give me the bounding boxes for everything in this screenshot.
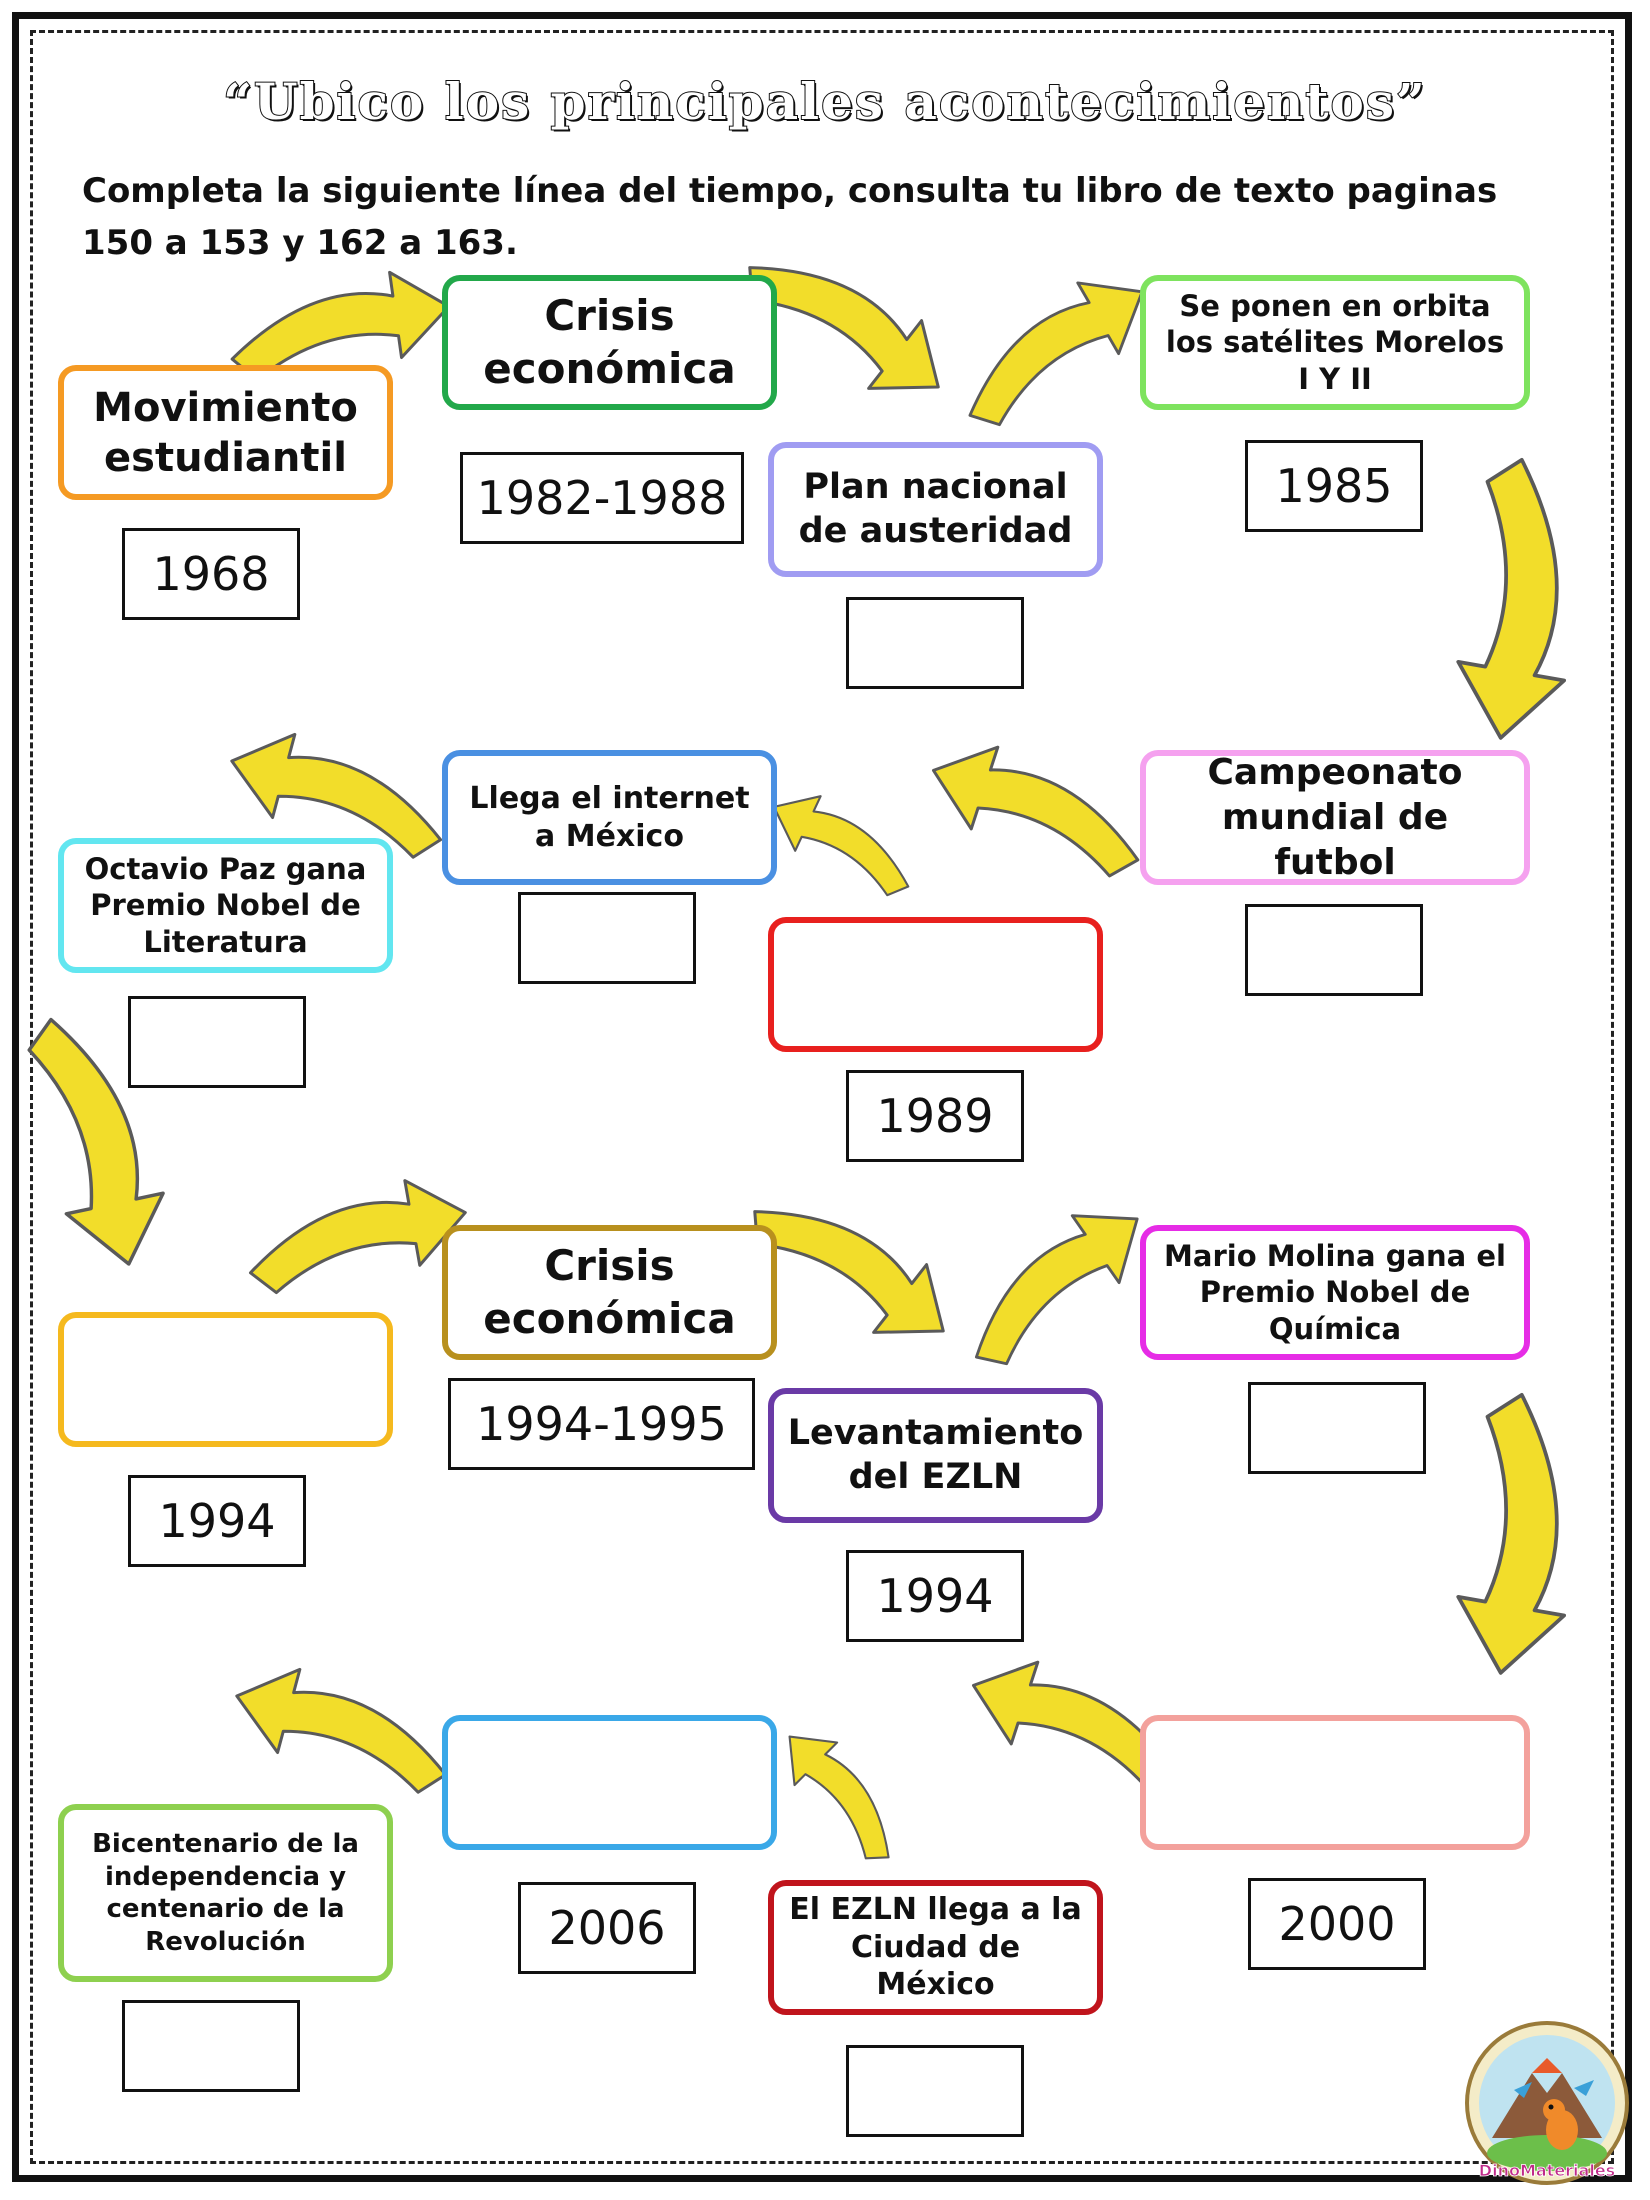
event-octavio-paz: Octavio Paz gana Premio Nobel de Literat… (58, 838, 393, 973)
date-box-crisis-2[interactable]: 1994-1995 (448, 1378, 755, 1470)
date-box-satelites[interactable]: 1985 (1245, 440, 1423, 532)
event-yellow-blank[interactable] (58, 1312, 393, 1447)
instructions-text: Completa la siguiente línea del tiempo, … (82, 171, 1498, 263)
date-box-red-blank[interactable]: 1989 (846, 1070, 1024, 1162)
page-frame-inner (30, 30, 1614, 2164)
date-box-bicentenario[interactable] (122, 2000, 300, 2092)
event-crisis-economica-2: Crisis económica (442, 1225, 777, 1360)
dinomateriales-logo-icon: DinoMateriales (1465, 2021, 1629, 2185)
date-box-salmon-blank[interactable]: 2000 (1248, 1878, 1426, 1970)
arrow-4-icon (1442, 452, 1603, 749)
arrow-3-icon (938, 255, 1166, 437)
arrow-6-icon (759, 779, 929, 903)
arrow-9-icon (237, 1169, 475, 1298)
date-box-yellow-blank[interactable]: 1994 (128, 1475, 306, 1567)
date-box-crisis-1[interactable]: 1982-1988 (460, 452, 744, 544)
date-box-plan[interactable] (846, 597, 1024, 689)
event-crisis-economica-1: Crisis económica (442, 275, 777, 410)
event-internet-mexico: Llega el internet a México (442, 750, 777, 885)
arrow-12-icon (1442, 1387, 1603, 1684)
date-box-movimiento[interactable]: 1968 (122, 528, 300, 620)
event-sky-blank[interactable] (442, 1715, 777, 1850)
event-movimiento-estudiantil: Movimiento estudiantil (58, 365, 393, 500)
event-bicentenario: Bicentenario de la independencia y cente… (58, 1804, 393, 1982)
logo-text: DinoMateriales (1479, 2161, 1615, 2180)
date-box-ezln[interactable]: 1994 (846, 1550, 1024, 1642)
arrow-15-icon (223, 1653, 464, 1800)
event-mario-molina: Mario Molina gana el Premio Nobel de Quí… (1140, 1225, 1530, 1360)
date-box-molina[interactable] (1248, 1382, 1426, 1474)
arrow-14-icon (765, 1714, 922, 1871)
event-campeonato-futbol: Campeonato mundial de futbol (1140, 750, 1530, 885)
date-box-ezln-cdmx[interactable] (846, 2045, 1024, 2137)
event-plan-austeridad: Plan nacional de austeridad (768, 442, 1103, 577)
event-salmon-blank[interactable] (1140, 1715, 1530, 1850)
event-red-blank[interactable] (768, 917, 1103, 1052)
event-satelites-morelos: Se ponen en orbita los satélites Morelos… (1140, 275, 1530, 410)
arrow-5-icon (917, 728, 1160, 885)
date-box-internet[interactable] (518, 892, 696, 984)
arrow-11-icon (940, 1184, 1164, 1378)
worksheet-title: “Ubico los principales acontecimientos” (222, 71, 1427, 132)
date-box-octavio[interactable] (128, 996, 306, 1088)
page-frame-outer (12, 12, 1632, 2182)
event-ezln-cdmx: El EZLN llega a la Ciudad de México (768, 1880, 1103, 2015)
event-levantamiento-ezln: Levantamiento del EZLN (768, 1388, 1103, 1523)
date-box-sky-blank[interactable]: 2006 (518, 1882, 696, 1974)
date-box-campeonato[interactable] (1245, 904, 1423, 996)
